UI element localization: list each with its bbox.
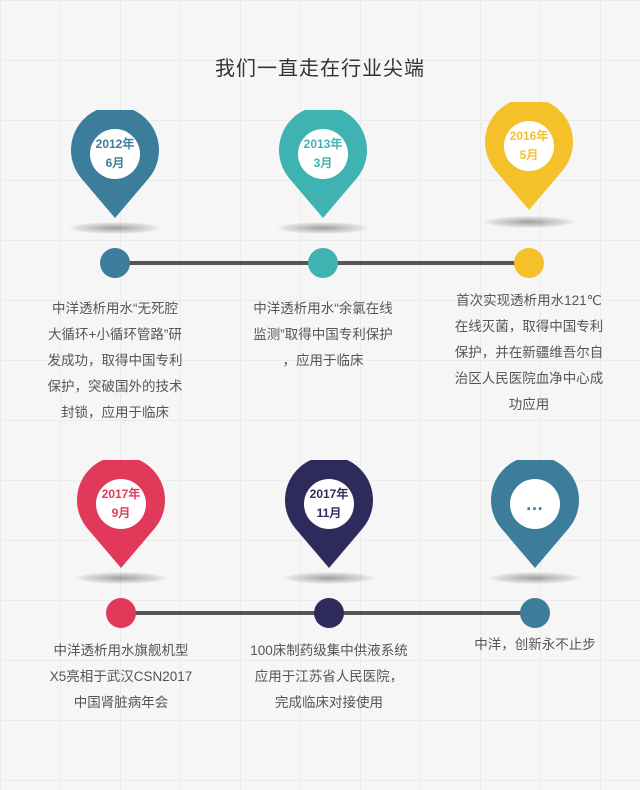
description-line: X5亮相于武汉CSN2017	[49, 669, 193, 684]
milestone-description: 首次实现透析用水121℃ 在线灭菌，取得中国专利 保护，并在新疆维吾尔自 治区人…	[434, 288, 624, 418]
milestone-month: 5月	[519, 148, 539, 162]
pin-shadow	[277, 222, 369, 234]
description-line: 应用于江苏省人民医院，	[254, 669, 404, 684]
map-pin-icon: …	[490, 460, 580, 570]
pin-shadow	[283, 572, 375, 584]
milestone-year: 2012年	[95, 137, 135, 151]
map-pin-icon: 2013年 3月	[278, 110, 368, 220]
milestone-description: 中洋，创新永不止步	[440, 632, 630, 658]
timeline-dot	[308, 248, 338, 278]
description-line: 中洋透析用水“余氯在线	[253, 301, 393, 316]
map-pin-icon: 2017年 11月	[284, 460, 374, 570]
timeline-dot	[106, 598, 136, 628]
map-pin-icon: 2012年 6月	[70, 110, 160, 220]
milestone-year: 2017年	[101, 487, 141, 501]
description-line: 大循环+小循环管路”研	[48, 327, 182, 342]
description-line: 保护，并在新疆维吾尔自	[454, 345, 604, 360]
map-pin-icon: 2016年 5月	[484, 102, 574, 212]
pin-shadow	[483, 216, 575, 228]
map-pin-icon: 2017年 9月	[76, 460, 166, 570]
milestone-month: 6月	[105, 156, 125, 170]
milestone-description: 100床制药级集中供液系统 应用于江苏省人民医院， 完成临床对接使用	[234, 638, 424, 716]
description-line: 功应用	[508, 397, 550, 412]
description-line: 中洋，创新永不止步	[474, 637, 596, 652]
milestone-description: 中洋透析用水旗舰机型 X5亮相于武汉CSN2017 中国肾脏病年会	[26, 638, 216, 716]
description-line: 100床制药级集中供液系统	[250, 643, 408, 658]
description-line: 监测”取得中国专利保护	[253, 327, 393, 342]
milestone-description: 中洋透析用水“余氯在线 监测”取得中国专利保护 ，应用于临床	[228, 296, 418, 374]
timeline-dot	[514, 248, 544, 278]
milestone-description: 中洋透析用水“无死腔 大循环+小循环管路”研 发成功，取得中国专利 保护，突破国…	[20, 296, 210, 426]
milestone-year: 2013年	[303, 137, 343, 151]
timeline-dot	[520, 598, 550, 628]
milestone-month: 9月	[111, 506, 131, 520]
description-line: 保护，突破国外的技术	[47, 379, 183, 394]
milestone-month: 3月	[313, 156, 333, 170]
description-line: 治区人民医院血净中心成	[454, 371, 604, 386]
description-line: 在线灭菌，取得中国专利	[454, 319, 604, 334]
milestone-year: 2016年	[509, 129, 549, 143]
milestone-year: 2017年	[309, 487, 349, 501]
milestone-month: 11月	[316, 506, 342, 520]
timeline-dot	[100, 248, 130, 278]
description-line: 中洋透析用水旗舰机型	[53, 643, 189, 658]
pin-shadow	[75, 572, 167, 584]
description-line: 首次实现透析用水121℃	[456, 293, 602, 308]
description-line: 完成临床对接使用	[275, 695, 383, 710]
timeline-row-2: 2017年 9月 中洋透析用水旗舰机型 X5亮相于武汉CSN2017 中国肾脏病…	[0, 460, 640, 790]
pin-shadow	[69, 222, 161, 234]
ellipsis-icon: …	[525, 494, 545, 514]
page-title: 我们一直走在行业尖端	[215, 58, 425, 80]
timeline-dot	[314, 598, 344, 628]
pin-shadow	[489, 572, 581, 584]
description-line: ，应用于临床	[282, 353, 364, 368]
description-line: 封锁，应用于临床	[61, 405, 169, 420]
description-line: 中国肾脏病年会	[73, 695, 169, 710]
timeline-row-1: 2012年 6月 中洋透析用水“无死腔 大循环+小循环管路”研 发成功，取得中国…	[0, 102, 640, 440]
description-line: 中洋透析用水“无死腔	[52, 301, 178, 316]
description-line: 发成功，取得中国专利	[47, 353, 183, 368]
